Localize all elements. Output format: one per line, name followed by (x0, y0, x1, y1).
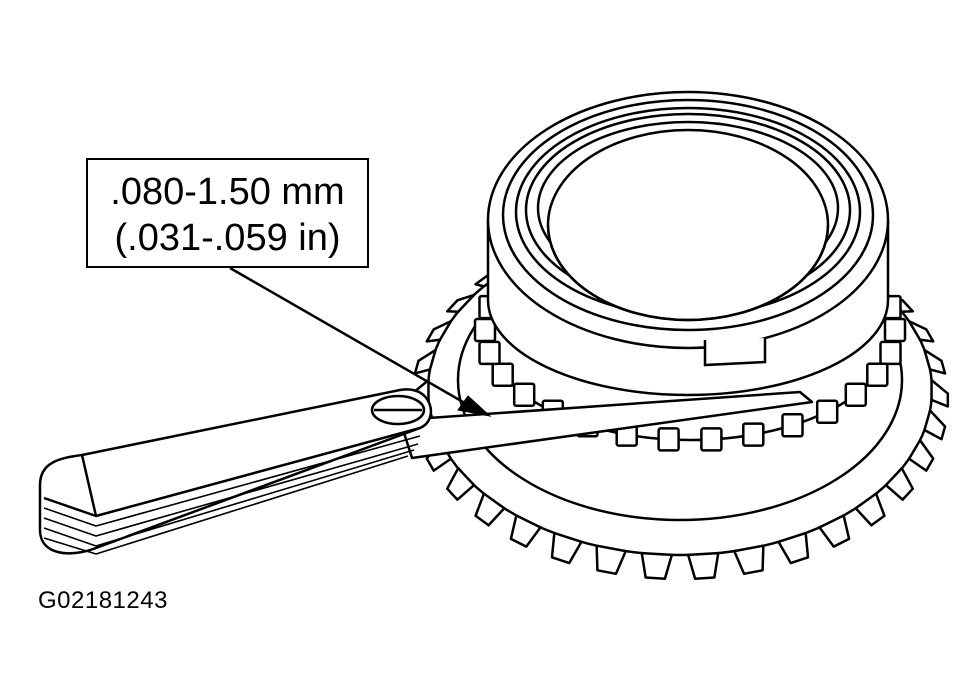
ring-dog-tooth (473, 317, 497, 343)
ring-dog-tooth (781, 413, 804, 438)
ring-dog-tooth (815, 399, 839, 424)
gear-tooth (854, 492, 886, 527)
ring-dog-tooth (657, 427, 680, 452)
figure-id: G02181243 (38, 587, 168, 614)
gear-tooth (923, 348, 947, 375)
gear-tooth (595, 544, 627, 576)
ring-dog-tooth (883, 317, 907, 343)
gear-tooth (907, 320, 935, 343)
gear-tooth (550, 531, 583, 565)
clearance-imperial: (.031-.059 in) (114, 217, 341, 259)
leader-arrow (229, 266, 492, 417)
synchronizer-cone (486, 90, 890, 397)
ring-dog-tooth (742, 422, 765, 447)
gear-tooth (413, 348, 437, 375)
gear-tooth (640, 551, 674, 580)
gear-tooth (509, 514, 542, 548)
gear-tooth (923, 409, 947, 441)
gear-tooth (425, 320, 453, 343)
ring-dog-tooth (491, 362, 514, 387)
gear-tooth (445, 467, 476, 501)
ring-dog-tooth (512, 382, 536, 407)
gear-tooth (818, 514, 851, 548)
ring-dog-tooth (866, 362, 889, 387)
gear-tooth (907, 439, 935, 472)
gear-tooth (445, 293, 476, 313)
gear-tooth (733, 544, 765, 576)
gear-tooth (777, 531, 810, 565)
gear-tooth (884, 467, 915, 501)
gear-tooth (930, 378, 950, 408)
clearance-callout: .080-1.50 mm (.031-.059 in) (86, 158, 369, 268)
clearance-metric: .080-1.50 mm (110, 171, 345, 213)
gear-tooth (686, 551, 720, 580)
ring-dog-tooth (478, 340, 501, 366)
ring-dog-tooth (844, 382, 868, 407)
ring-dog-tooth (879, 340, 902, 366)
ring-dog-tooth (700, 427, 723, 452)
feeler-gauge-handle (38, 388, 433, 555)
feeler-gauge-blade (398, 390, 814, 460)
feeler-gauge (38, 388, 814, 555)
gear-tooth (474, 492, 506, 527)
